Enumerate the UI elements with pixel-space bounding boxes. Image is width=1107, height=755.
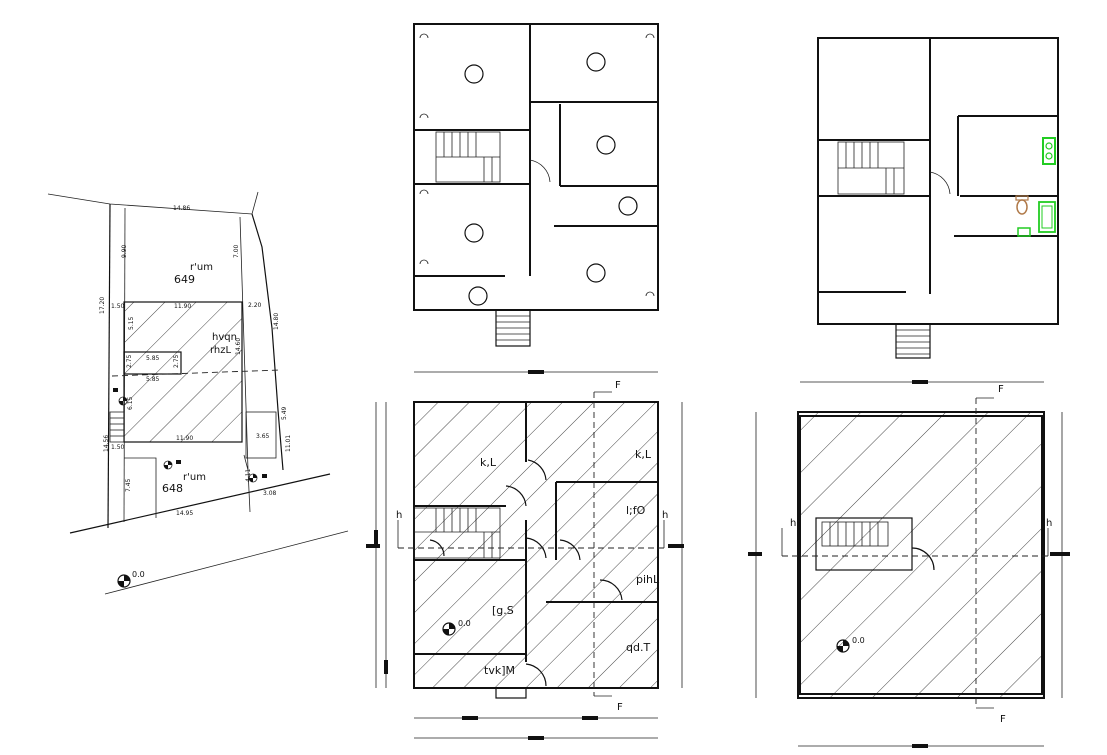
level-label: 0.0 <box>132 570 145 579</box>
section-f-bottom: F <box>1000 714 1006 725</box>
level-marker-icon <box>117 574 131 588</box>
level-marker-icon <box>248 473 267 483</box>
roof-plan: F F h h 0.0 <box>748 384 1070 748</box>
dim-1-50-b: 1.50 <box>111 444 125 451</box>
light-fixture-icon <box>586 52 606 72</box>
light-fixture-icon <box>468 286 488 306</box>
light-fixture-icon <box>464 64 484 84</box>
plot-top-label: r'um <box>190 262 213 273</box>
room-label: tvk]M <box>484 664 515 677</box>
staircase <box>837 141 905 195</box>
dim-14-95: 14.95 <box>176 510 193 517</box>
level-marker-icon <box>442 622 456 636</box>
level-marker-icon <box>113 388 128 406</box>
dim-11-90-b: 11.90 <box>176 435 193 442</box>
light-fixture-icon <box>618 196 638 216</box>
plot-top-number: 649 <box>174 273 195 286</box>
washbasin-icon <box>1017 227 1031 237</box>
bathtub-icon <box>1038 201 1056 233</box>
dim-11-90-a: 11.90 <box>174 303 191 310</box>
dim-3-08: 3.08 <box>263 490 277 497</box>
section-h-right: h <box>662 510 668 521</box>
dim-left-upper: 9.90 <box>121 244 128 258</box>
level-marker-icon <box>836 639 850 653</box>
dim-14-80: 14.80 <box>273 313 280 330</box>
dim-5-85-b: 5.85 <box>146 376 160 383</box>
light-fixture-icon <box>596 135 616 155</box>
house-label-2: rhzL <box>210 345 232 356</box>
plot-bottom-label: r'um <box>183 472 206 483</box>
dim-14-56: 14.56 <box>103 435 110 452</box>
dim-2-75-a: 2.75 <box>126 354 133 368</box>
dim-5-85: 5.85 <box>146 355 160 362</box>
house-label-1: hvqn <box>212 332 237 343</box>
staircase <box>435 131 501 183</box>
dim-6-15: 6.15 <box>127 396 134 410</box>
dim-5-49: 5.49 <box>281 406 288 420</box>
sink-icon <box>1042 137 1056 165</box>
room-label: [g.S <box>492 604 514 617</box>
room-label: pihL <box>636 573 660 586</box>
room-label: l;fO <box>626 504 646 517</box>
plot-bottom-number: 648 <box>162 482 183 495</box>
section-f-bottom: F <box>617 702 623 713</box>
upper-floor-plan <box>800 37 1059 384</box>
section-f-top: F <box>998 384 1004 395</box>
dim-1-50-a: 1.50 <box>111 303 125 310</box>
room-label: k,L <box>480 456 497 469</box>
section-h-right: h <box>1046 518 1052 529</box>
light-fixture-icon <box>586 263 606 283</box>
light-fixture-icon <box>464 223 484 243</box>
level-marker-icon <box>163 460 181 470</box>
dim-top: 14.86 <box>173 205 190 212</box>
dim-11-01: 11.01 <box>285 435 292 452</box>
dim-14-60: 14.60 <box>235 338 242 355</box>
site-plan: 14.86 9.90 7.00 r'um 649 17.20 1.50 11.9… <box>47 191 349 595</box>
section-h-left: h <box>790 518 796 529</box>
dim-3-65: 3.65 <box>256 433 270 440</box>
first-floor-plan <box>413 23 659 374</box>
dim-4-11: 4.11 <box>245 468 252 482</box>
staircase <box>815 517 913 571</box>
ground-floor-plan: F F h h k,L k,L l;fO pihL [g.S qd.T tvk]… <box>366 380 684 740</box>
level-label: 0.0 <box>852 636 865 645</box>
room-label: qd.T <box>626 641 650 654</box>
dim-2-75-b: 2.75 <box>173 354 180 368</box>
room-label: k,L <box>635 448 652 461</box>
section-f-top: F <box>615 380 621 391</box>
section-h-left: h <box>396 510 402 521</box>
toilet-icon <box>1016 199 1028 215</box>
dim-2-20: 2.20 <box>248 302 262 309</box>
level-label: 0.0 <box>458 619 471 628</box>
dim-left-side: 17.20 <box>99 297 106 314</box>
dim-5-15: 5.15 <box>128 316 135 330</box>
dim-right-upper: 7.00 <box>233 244 240 258</box>
staircase <box>413 507 501 559</box>
dim-7-45: 7.45 <box>125 478 132 492</box>
